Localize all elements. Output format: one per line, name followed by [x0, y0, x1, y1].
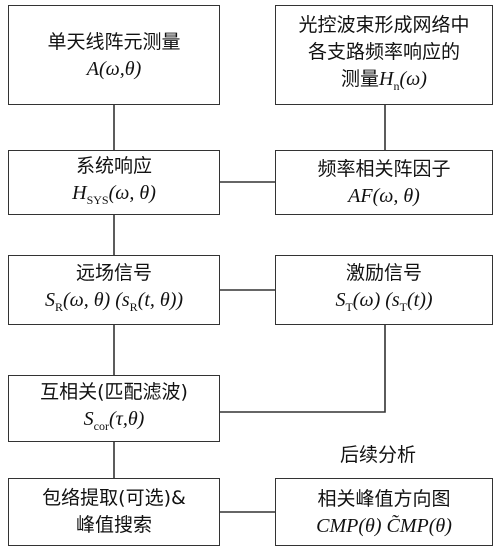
box-line1: 光控波束形成网络中	[298, 13, 470, 36]
box-far-field-signal: 远场信号 SR(ω, θ) (sR(t, θ))	[8, 255, 220, 325]
box-excitation-signal: 激励信号 ST(ω) (sT(t))	[275, 255, 493, 325]
box-title: 相关峰值方向图	[317, 487, 451, 510]
box-title: 频率相关阵因子	[317, 158, 451, 180]
box-formula: SR(ω, θ) (sR(t, θ))	[44, 289, 184, 314]
box-formula: ST(ω) (sT(t))	[335, 289, 433, 314]
box-title: 互相关(匹配滤波)	[40, 380, 188, 403]
box-title: 系统响应	[75, 154, 152, 177]
box-envelope-peak-search: 包络提取(可选)& 峰值搜索	[8, 478, 220, 546]
box-formula: Scor(τ,θ)	[83, 407, 145, 433]
box-correlation-peak-pattern: 相关峰值方向图 CMP(θ) C͂MP(θ)	[275, 478, 493, 546]
box-line2: 各支路频率响应的	[307, 40, 460, 63]
box-system-response: 系统响应 HSYS(ω, θ)	[8, 150, 220, 215]
box-title: 单天线阵元测量	[47, 30, 181, 53]
box-line3: 测量Hn(ω)	[341, 67, 427, 93]
box-formula: AF(ω, θ)	[348, 185, 420, 207]
followup-analysis-label: 后续分析	[340, 444, 417, 466]
box-array-factor: 频率相关阵因子 AF(ω, θ)	[275, 150, 493, 215]
box-line1: 包络提取(可选)&	[42, 487, 186, 509]
box-formula: A(ω,θ)	[86, 57, 142, 80]
box-optical-beamforming-measurement: 光控波束形成网络中 各支路频率响应的 测量Hn(ω)	[275, 5, 493, 105]
box-title: 激励信号	[345, 262, 422, 284]
line-excitation-to-correlation	[220, 325, 386, 413]
box-formula: CMP(θ) C͂MP(θ)	[316, 514, 452, 537]
box-title: 远场信号	[75, 262, 152, 284]
box-formula: HSYS(ω, θ)	[72, 181, 156, 207]
box-line2: 峰值搜索	[75, 514, 152, 536]
box-cross-correlation: 互相关(匹配滤波) Scor(τ,θ)	[8, 375, 220, 442]
box-single-antenna-measurement: 单天线阵元测量 A(ω,θ)	[8, 5, 220, 105]
